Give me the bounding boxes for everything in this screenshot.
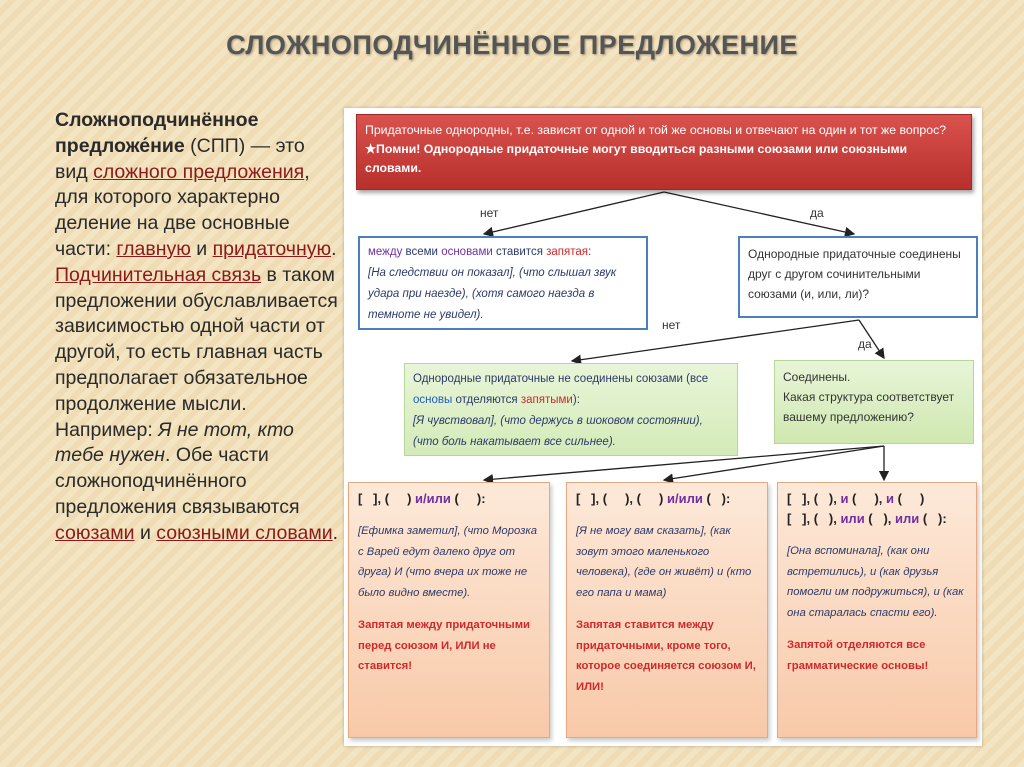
rule-line: Однородные придаточные не соединены союз… xyxy=(413,373,709,406)
link-conjunctions[interactable]: союзами xyxy=(55,521,135,544)
link-main-clause[interactable]: главную xyxy=(116,237,191,260)
text-4: . xyxy=(331,237,337,260)
arrow-yes-2 xyxy=(858,319,885,360)
remember-note: ★Помни! Однородные придаточные могут вво… xyxy=(365,142,908,175)
formula: [ ], ( ), ( ) и/или ( ): xyxy=(576,491,731,506)
text-3: и xyxy=(190,237,213,260)
example-text: Я не тот, кто тебе нужен xyxy=(55,418,294,467)
arrow-branch-1 xyxy=(482,445,885,485)
formula-2: [ ], ( ), или ( ), или ( ): xyxy=(787,511,947,526)
formula: [ ], ( ) и/или ( ): xyxy=(358,491,486,506)
example: [Она вспоминала], (как они встретились),… xyxy=(787,545,964,619)
link-complex-sentence[interactable]: сложного предложения xyxy=(93,160,305,183)
label-yes-1: да xyxy=(810,206,824,220)
text-6: . Обе части сложноподчинённого предложен… xyxy=(55,444,300,518)
connector-arrows xyxy=(482,191,890,485)
formula-1: [ ], ( ), и ( ), и ( ) xyxy=(787,491,925,506)
term: Сложноподчинённое предложе́ние xyxy=(55,109,259,157)
joined-by-conjunctions-box: Однородные придаточные соединены друг с … xyxy=(738,236,978,318)
rule: Запятой отделяются все грамматические ос… xyxy=(787,639,929,672)
arrow-yes-1 xyxy=(663,191,856,238)
text-5: в таком предложении обуславливается зави… xyxy=(55,263,338,441)
joined-box: Соединены. Какая структура соответствует… xyxy=(774,360,974,444)
structure-question: Какая структура соответствует вашему пре… xyxy=(783,390,955,424)
link-conjunctive-words[interactable]: союзными словами xyxy=(156,521,333,544)
flowchart: Придаточные однородны, т.е. зависят от о… xyxy=(344,108,982,746)
pattern-box-3: [ ], ( ), и ( ), и ( ) [ ], ( ), или ( )… xyxy=(777,482,977,738)
question-text: Придаточные однородны, т.е. зависят от о… xyxy=(365,123,947,137)
arrow-no-2 xyxy=(570,319,860,365)
not-joined-box: Однородные придаточные не соединены союз… xyxy=(404,363,738,456)
pattern-box-2: [ ], ( ), ( ) и/или ( ): [Я не могу вам … xyxy=(566,482,768,738)
joined-label: Соединены. xyxy=(783,370,851,384)
label-no-1: нет xyxy=(480,206,499,220)
arrow-no-1 xyxy=(482,191,665,237)
example: [Я чувствовал], (что держусь в шоковом с… xyxy=(413,415,703,448)
text-8: . xyxy=(332,521,339,544)
example: [Ефимка заметил], (что Морозка с Варей е… xyxy=(358,525,537,599)
rule: Запятая между придаточными перед союзом … xyxy=(358,619,531,672)
link-subordinating-connection[interactable]: Подчинительная связь xyxy=(55,263,262,286)
arrow-branch-2 xyxy=(662,445,885,484)
pattern-box-1: [ ], ( ) и/или ( ): [Ефимка заметил], (ч… xyxy=(348,482,550,738)
example: [На следствии он показал], (что слышал з… xyxy=(368,267,617,321)
question-homogeneous-box: Придаточные однородны, т.е. зависят от о… xyxy=(356,114,972,190)
label-yes-2: да xyxy=(858,337,872,351)
example: [Я не могу вам сказать], (как зовут этог… xyxy=(576,525,752,599)
text-7: и xyxy=(134,521,157,544)
text-abbr: (СПП) — это вид xyxy=(55,134,305,183)
label-no-2: нет xyxy=(662,318,681,332)
link-subordinate-clause[interactable]: придаточную xyxy=(212,237,332,260)
page-title: СЛОЖНОПОДЧИНЁННОЕ ПРЕДЛОЖЕНИЕ xyxy=(226,30,798,60)
comma-between-clauses-box: между всеми основами ставится запятая: [… xyxy=(358,236,648,330)
rule: Запятая ставится между придаточными, кро… xyxy=(576,619,756,693)
text-2: , для которого характерно деление на две… xyxy=(55,160,310,260)
definition-text: Сложноподчинённое предложе́ние (СПП) — э… xyxy=(55,108,340,547)
rule-line: между всеми основами ставится запятая: xyxy=(368,246,592,258)
